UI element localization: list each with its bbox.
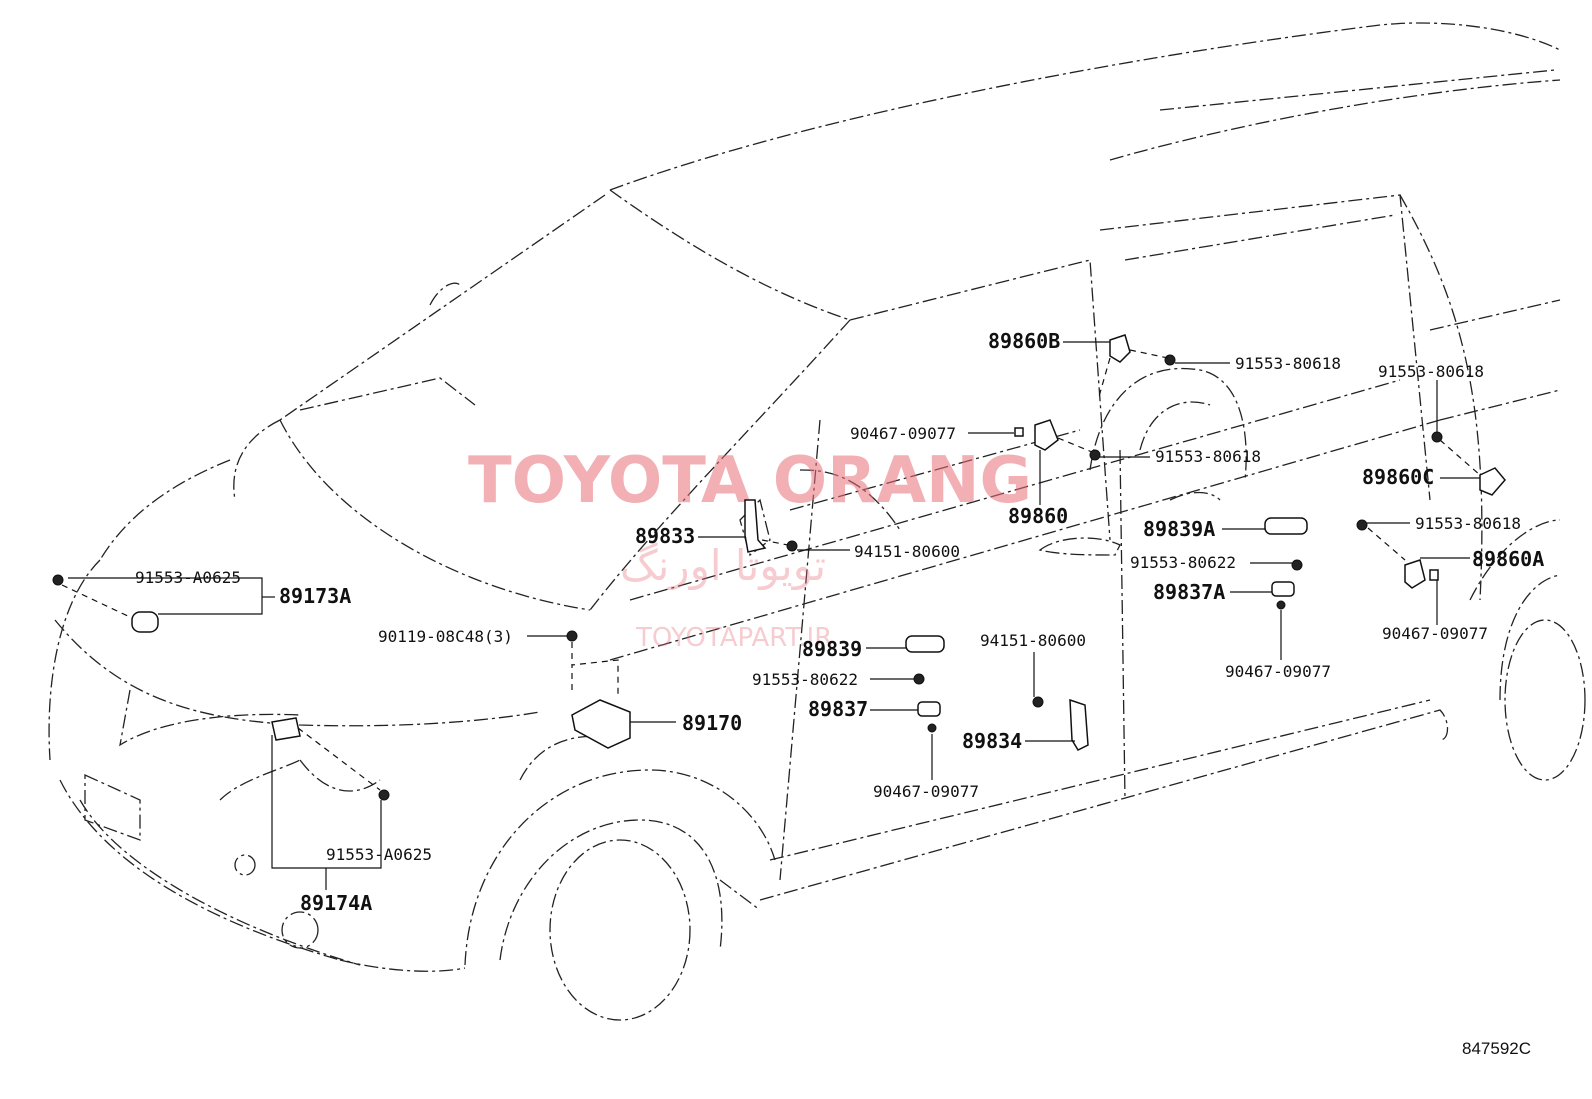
- bolt-icon: [1276, 600, 1286, 610]
- label-89834: 89834: [962, 729, 1022, 753]
- label-90467-09077-upper: 90467-09077: [850, 424, 956, 443]
- label-94151-80600-lower: 94151-80600: [980, 631, 1086, 650]
- label-91553-80622-left: 91553-80622: [752, 670, 858, 689]
- part-shapes: [52, 334, 1506, 801]
- sensor-89860-icon: [1034, 419, 1059, 451]
- label-89860A: 89860A: [1472, 547, 1544, 571]
- clip-icon: [1429, 569, 1439, 581]
- reference-code: 847592C: [1462, 1039, 1531, 1058]
- ecu-89170-icon: [571, 699, 631, 749]
- sensor-89833-icon: [744, 499, 767, 553]
- sensor-89860A-icon: [1404, 559, 1426, 589]
- connector-89839-icon: [905, 635, 945, 653]
- vehicle-outline: [48, 22, 1586, 1021]
- sensor-89860C-icon: [1479, 467, 1506, 496]
- label-94151-80600-upper: 94151-80600: [854, 542, 960, 561]
- label-90467-09077-mid: 90467-09077: [1225, 662, 1331, 681]
- label-89860B: 89860B: [988, 329, 1060, 353]
- label-89860C: 89860C: [1362, 465, 1434, 489]
- sensor-89174A-icon: [271, 717, 301, 741]
- part-labels: 89860B 91553-80618 91553-80618 90467-090…: [135, 329, 1544, 915]
- label-91553-80618-mid: 91553-80618: [1155, 447, 1261, 466]
- label-89170: 89170: [682, 711, 742, 735]
- label-89173A: 89173A: [279, 584, 351, 608]
- label-89833: 89833: [635, 524, 695, 548]
- label-91553-80618-top: 91553-80618: [1235, 354, 1341, 373]
- bolt-icon: [1089, 449, 1101, 461]
- label-89174A: 89174A: [300, 891, 372, 915]
- label-89837: 89837: [808, 697, 868, 721]
- label-89860: 89860: [1008, 504, 1068, 528]
- bolt-icon: [52, 574, 64, 586]
- label-91553-A0625-top: 91553-A0625: [135, 568, 241, 587]
- label-91553-80618-lower: 91553-80618: [1415, 514, 1521, 533]
- bolt-icon: [913, 673, 925, 685]
- sensor-89837A-icon: [1271, 581, 1295, 597]
- label-91553-80618-right: 91553-80618: [1378, 362, 1484, 381]
- sensor-89837-icon: [917, 701, 941, 717]
- label-91553-80622-right: 91553-80622: [1130, 553, 1236, 572]
- connector-89839A-icon: [1264, 517, 1308, 535]
- bolt-icon: [1356, 519, 1368, 531]
- label-89839: 89839: [802, 637, 862, 661]
- leader-lines: [61, 341, 1481, 890]
- bolt-icon: [1164, 354, 1176, 366]
- label-90119-08C48: 90119-08C48(3): [378, 627, 513, 646]
- bolt-icon: [927, 723, 937, 733]
- sensor-89173A-icon: [131, 611, 159, 633]
- nut-icon: [786, 540, 798, 552]
- clip-icon: [1014, 427, 1024, 437]
- watermark-site: TOYOTAPART.IR: [635, 623, 832, 653]
- label-90467-09077-right: 90467-09077: [1382, 624, 1488, 643]
- nut-icon: [1032, 696, 1044, 708]
- bracket-89834-icon: [1069, 698, 1089, 751]
- label-91553-A0625-bottom: 91553-A0625: [326, 845, 432, 864]
- label-89837A: 89837A: [1153, 580, 1225, 604]
- label-89839A: 89839A: [1143, 517, 1215, 541]
- label-90467-09077-lower: 90467-09077: [873, 782, 979, 801]
- sensor-89860B-icon: [1109, 334, 1131, 363]
- bolt-icon: [1291, 559, 1303, 571]
- ecu-mount-outline: [571, 659, 619, 695]
- bolt-icon: [566, 630, 578, 642]
- bolt-icon: [378, 789, 390, 801]
